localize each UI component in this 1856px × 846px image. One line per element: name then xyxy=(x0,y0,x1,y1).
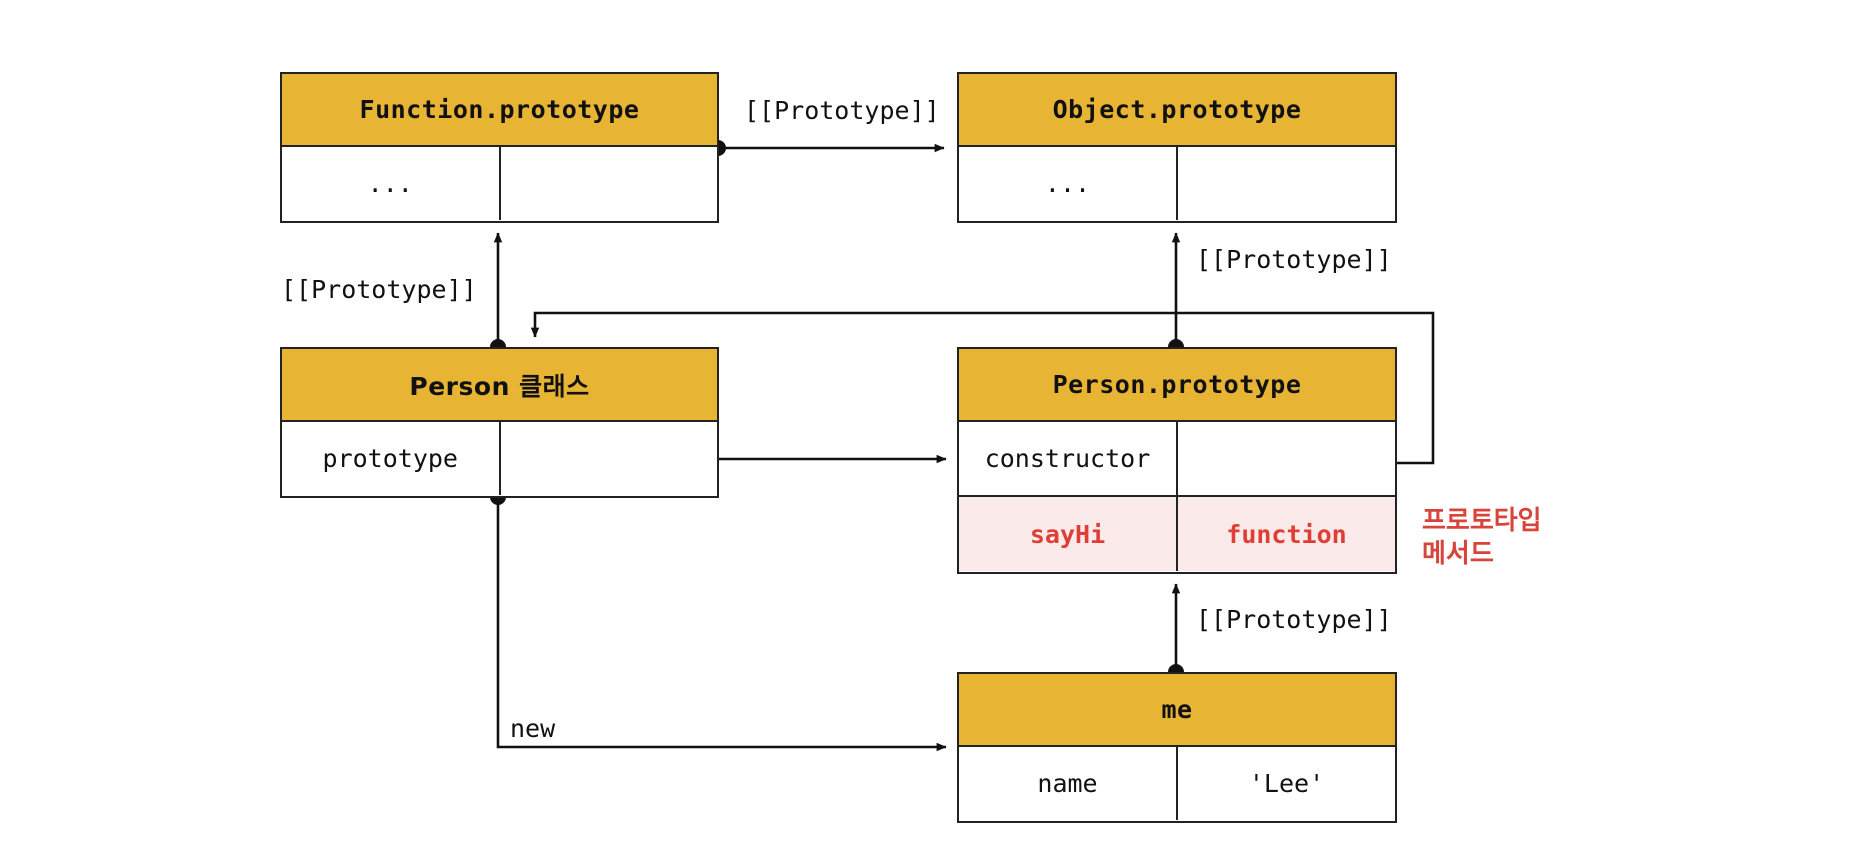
cell-key: ... xyxy=(282,147,501,220)
box-me[interactable]: me name 'Lee' xyxy=(957,672,1397,823)
edge-label-me-to-personproto: [[Prototype]] xyxy=(1196,605,1392,634)
cell-value: 'Lee' xyxy=(1248,769,1325,798)
edge-label-personproto-to-objproto: [[Prototype]] xyxy=(1196,245,1392,274)
table-row: constructor xyxy=(959,422,1395,495)
cell-key: prototype xyxy=(282,422,501,495)
cell-key: ... xyxy=(959,147,1178,220)
box-function-prototype-title: Function.prototype xyxy=(282,74,717,147)
edge-label-personclass-to-fnproto: [[Prototype]] xyxy=(281,275,477,304)
table-row: ... xyxy=(282,147,717,220)
table-row: ... xyxy=(959,147,1395,220)
box-person-prototype-title: Person.prototype xyxy=(959,349,1395,422)
cell-value xyxy=(1178,147,1395,220)
table-row-prototype-method: sayHi function xyxy=(959,495,1395,571)
cell-value xyxy=(1178,422,1395,495)
edge-label-fnproto-to-objproto: [[Prototype]] xyxy=(744,96,940,125)
box-person-prototype[interactable]: Person.prototype constructor sayHi funct… xyxy=(957,347,1397,574)
annotation-prototype-method: 프로토타입 메서드 xyxy=(1422,506,1542,569)
box-me-title: me xyxy=(959,674,1395,747)
box-function-prototype[interactable]: Function.prototype ... xyxy=(280,72,719,223)
cell-value: function xyxy=(1226,519,1347,549)
box-object-prototype[interactable]: Object.prototype ... xyxy=(957,72,1397,223)
cell-value xyxy=(501,422,718,495)
box-person-class-title: Person 클래스 xyxy=(282,349,717,422)
cell-key: sayHi xyxy=(959,497,1178,571)
cell-value xyxy=(501,147,718,220)
edge-new-personclass-to-me xyxy=(496,497,947,752)
edge-label-new: new xyxy=(510,714,556,743)
box-object-prototype-title: Object.prototype xyxy=(959,74,1395,147)
table-row: prototype xyxy=(282,422,717,495)
cell-key: constructor xyxy=(959,422,1178,495)
box-person-class[interactable]: Person 클래스 prototype xyxy=(280,347,719,498)
table-row: name 'Lee' xyxy=(959,747,1395,820)
cell-key: name xyxy=(959,747,1178,820)
